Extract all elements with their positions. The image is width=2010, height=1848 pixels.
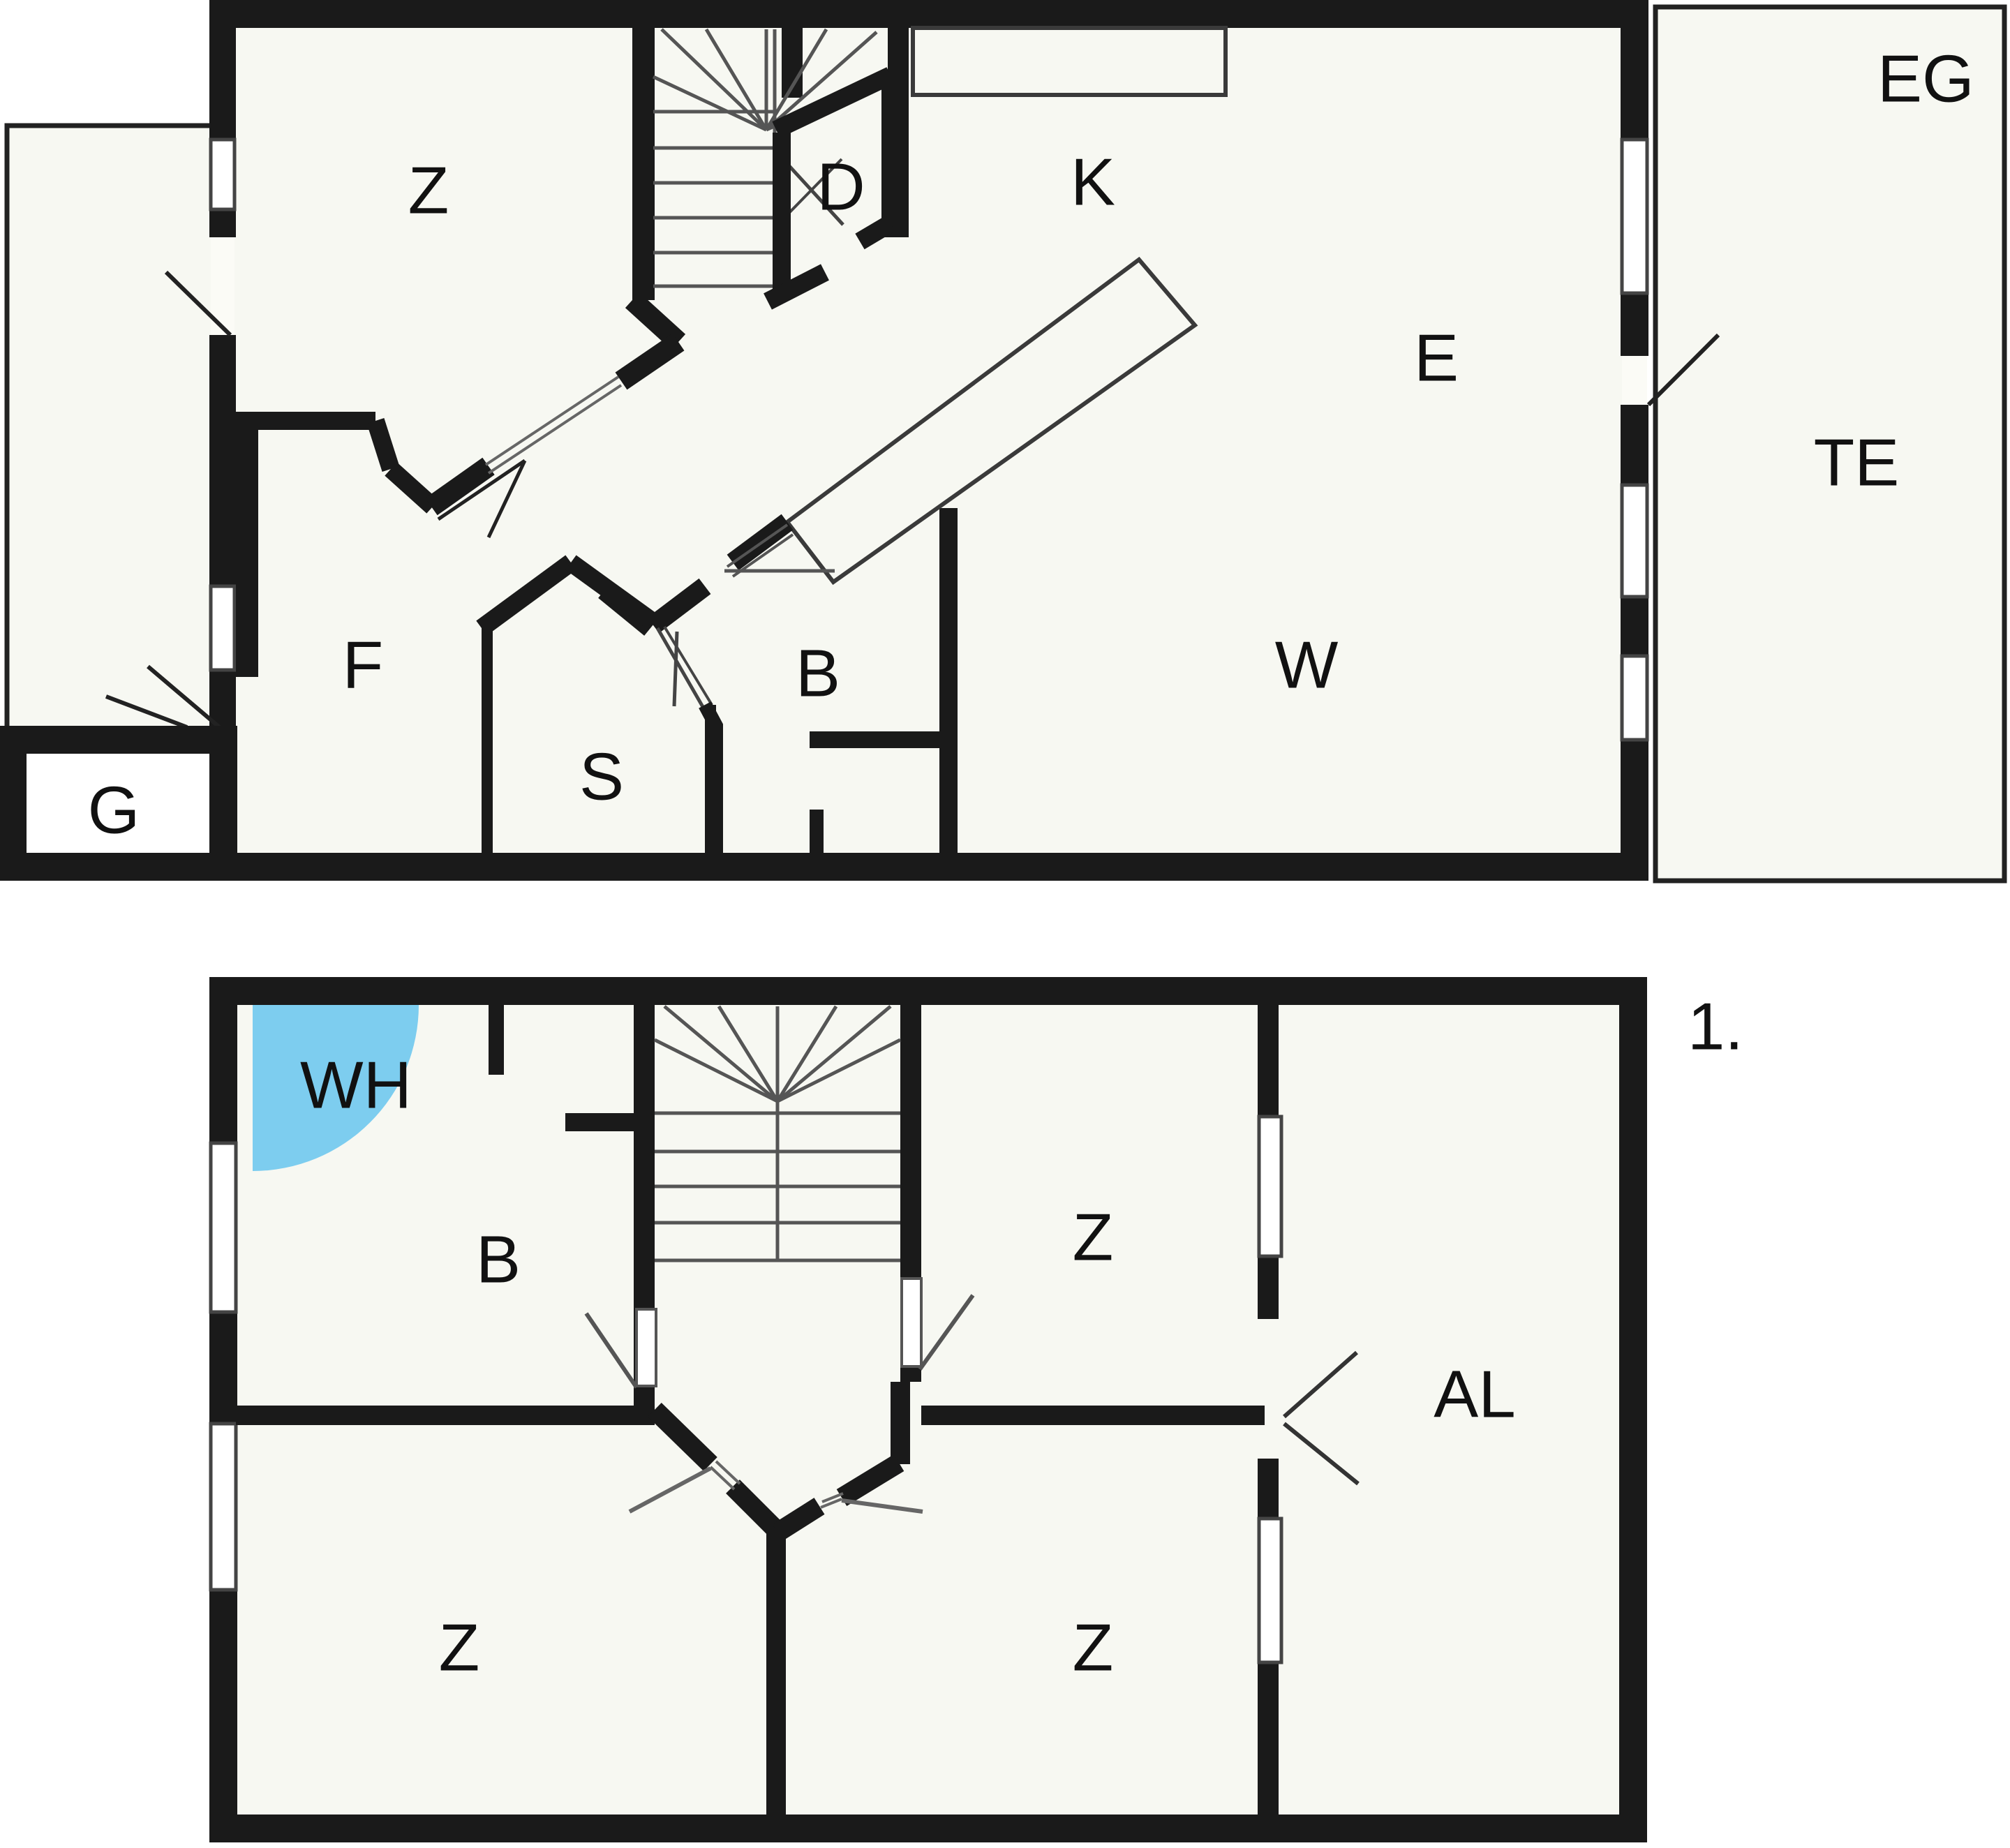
room-label-te: TE — [1814, 425, 1900, 500]
wh-accent-shape — [253, 1005, 419, 1171]
staircase-ground — [632, 28, 909, 310]
window — [209, 584, 237, 672]
window — [1257, 1115, 1283, 1258]
window — [209, 1422, 238, 1592]
door-swing-z-first — [900, 1277, 975, 1371]
window — [209, 1141, 238, 1314]
ground-window-group-right — [1620, 137, 1649, 742]
door-swing-b-first — [584, 1308, 657, 1389]
ground-window-group-left — [209, 137, 237, 672]
floor-label-eg: EG — [1877, 41, 1974, 116]
first-interior-walls — [236, 1005, 1279, 1842]
room-label-d: D — [817, 149, 865, 224]
room-label-g: G — [88, 773, 140, 847]
door-swing-al — [1283, 1350, 1360, 1486]
first-window-group-left — [209, 1141, 238, 1592]
first-exterior-walls — [209, 977, 1647, 1842]
first-floor-plan: WH B Z AL Z Z 1. — [209, 977, 1743, 1842]
door-leaf-diagonal-upper — [484, 375, 623, 475]
ground-room-labels: Z D K E W F S B G TE EG — [88, 41, 1974, 847]
left-annex-outline — [4, 123, 219, 743]
room-label-w: W — [1275, 627, 1339, 702]
window — [1620, 483, 1649, 599]
room-g-walls — [0, 726, 237, 881]
window — [209, 137, 237, 211]
stairwell-funnel-walls — [648, 1382, 910, 1563]
door-swing-f-b — [724, 523, 835, 578]
terrace-outline — [1653, 4, 2007, 884]
first-room-labels: WH B Z AL Z Z 1. — [300, 989, 1743, 1685]
diagonal-stair-object — [784, 256, 1198, 586]
room-label-b-ground: B — [796, 636, 840, 710]
door-leaf-funnel-right — [820, 1492, 923, 1514]
room-label-al: AL — [1434, 1357, 1515, 1431]
room-label-s: S — [579, 739, 624, 814]
first-window-group-al — [1257, 1115, 1283, 1664]
room-label-z-ur: Z — [1073, 1200, 1114, 1274]
window — [1620, 654, 1649, 742]
wall-s-closet-top — [476, 555, 657, 636]
door-annex-upper — [164, 237, 234, 337]
staircase-first — [653, 1005, 902, 1262]
door-annex-lower — [105, 664, 223, 731]
wall-z-to-f — [366, 418, 439, 514]
door-swing-s — [655, 625, 723, 853]
wall-diagonal-upper — [425, 333, 685, 516]
window — [1620, 137, 1649, 295]
room-label-z-ground: Z — [408, 153, 449, 228]
room-label-z-ll: Z — [439, 1610, 480, 1685]
ground-floor-plan: Z D K E W F S B G TE EG — [0, 0, 2007, 884]
room-label-wh: WH — [300, 1048, 412, 1122]
room-label-k: K — [1071, 144, 1115, 219]
door-swing-z — [437, 459, 527, 539]
room-label-f: F — [343, 627, 384, 702]
door-leaf-funnel-left — [628, 1460, 741, 1514]
room-label-z-lr: Z — [1073, 1610, 1114, 1685]
window — [1257, 1517, 1283, 1664]
room-label-e: E — [1414, 320, 1459, 395]
door-terrace — [1622, 333, 1720, 407]
floor-label-first: 1. — [1688, 989, 1743, 1064]
room-label-b-first: B — [476, 1222, 521, 1297]
kitchen-counter — [911, 26, 1228, 97]
